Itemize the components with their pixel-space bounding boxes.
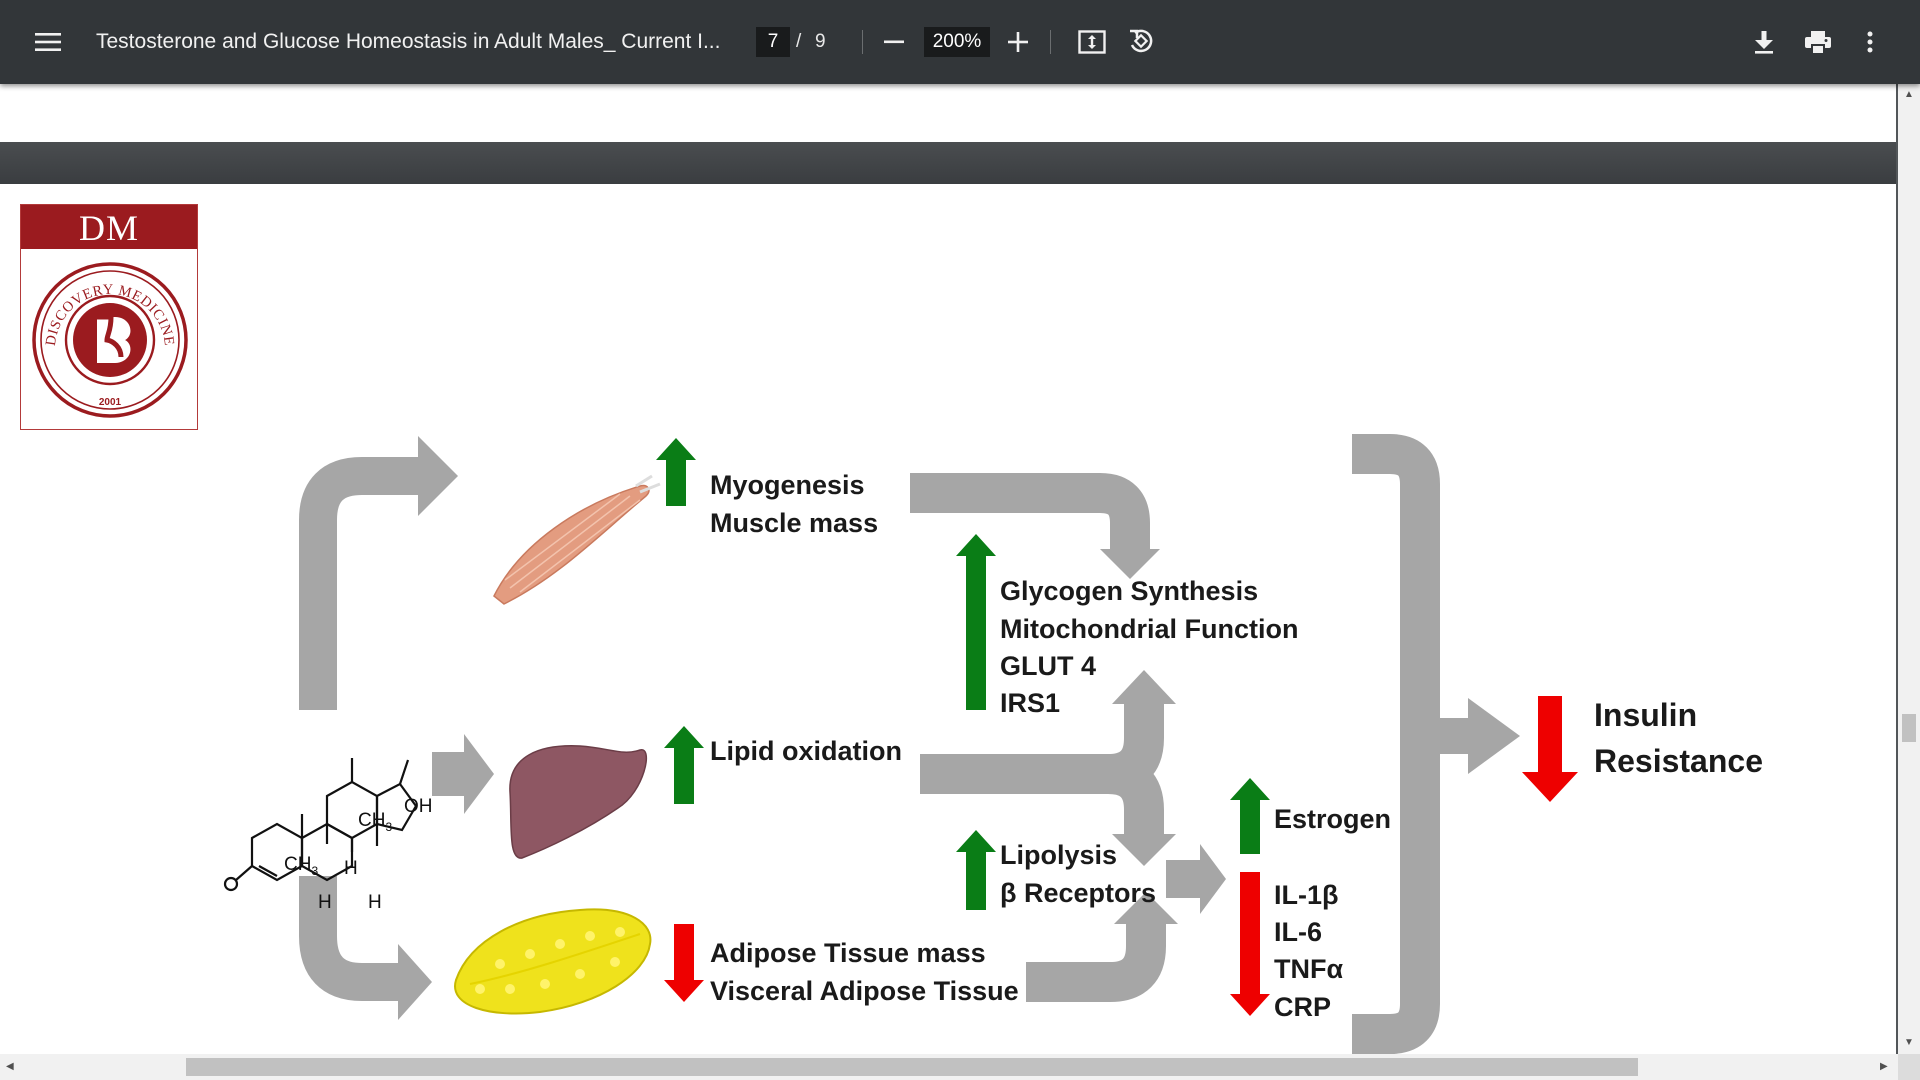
flow-arrowhead-adipose-up: [1114, 892, 1178, 924]
page-total: 9: [815, 31, 826, 52]
down-arrow-cytokines: [1230, 872, 1270, 1016]
logo-seal: DISCOVERY MEDICINE 2001: [32, 262, 188, 418]
horizontal-scroll-thumb[interactable]: [186, 1058, 1638, 1076]
pdf-viewer[interactable]: DM DISCOVERY MEDICINE 2001: [0, 84, 1898, 1054]
flow-arrowhead-adipose: [398, 944, 432, 1020]
molecule-labels: CH3 OH CH3 H H H: [284, 796, 433, 913]
scroll-down-arrow-icon[interactable]: ▼: [1904, 1037, 1914, 1048]
label-visceral-adipose: Visceral Adipose Tissue: [710, 976, 1019, 1006]
label-il1b: IL-1β: [1274, 880, 1338, 910]
down-arrow-insulin: [1522, 696, 1578, 802]
h-label: H: [318, 892, 332, 913]
label-lipolysis: Lipolysis: [1000, 840, 1117, 870]
pdf-page: DM DISCOVERY MEDICINE 2001: [0, 184, 1896, 1054]
flow-arrow-to-adipose: [299, 876, 398, 1001]
flow-arrow-muscle-to-glycogen: [910, 473, 1150, 549]
rotate-counterclockwise-icon[interactable]: [1124, 24, 1158, 58]
label-glut4: GLUT 4: [1000, 651, 1096, 681]
minus-icon[interactable]: [878, 26, 910, 58]
label-glycogen-synthesis: Glycogen Synthesis: [1000, 576, 1258, 606]
up-arrow-estrogen: [1230, 778, 1270, 854]
toolbar-divider: [862, 30, 863, 54]
h-label: H: [368, 892, 382, 913]
label-irs1: IRS1: [1000, 688, 1060, 718]
flow-arrowhead-center: [1200, 844, 1226, 914]
toolbar-divider: [1050, 30, 1051, 54]
label-il6: IL-6: [1274, 917, 1322, 947]
hamburger-menu-icon[interactable]: [30, 26, 66, 58]
plus-icon[interactable]: [1002, 26, 1034, 58]
flow-arrowhead-glycogen-down: [1100, 549, 1160, 579]
fit-to-page-icon[interactable]: [1076, 26, 1108, 58]
up-arrow-liver: [664, 726, 704, 804]
bracket-arrowhead: [1468, 698, 1520, 774]
flow-arrowhead-liver: [464, 734, 494, 814]
label-insulin: Insulin: [1594, 697, 1697, 733]
flow-arrow-center-body: [1166, 860, 1200, 898]
flow-arrow-adipose-to-cytokines: [1026, 924, 1166, 1002]
label-beta-receptors: β Receptors: [1000, 878, 1156, 908]
flow-arrow-liver-down: [1106, 754, 1164, 834]
liver-illustration: [509, 745, 648, 859]
flow-arrows: [299, 434, 1520, 1054]
page-number-input[interactable]: 7: [756, 27, 790, 57]
label-adipose-tissue-mass: Adipose Tissue mass: [710, 938, 986, 968]
bracket-arrow: [1352, 434, 1440, 1054]
scroll-right-arrow-icon[interactable]: ▶: [1880, 1061, 1888, 1072]
label-muscle-mass: Muscle mass: [710, 508, 878, 538]
discovery-medicine-logo: DM DISCOVERY MEDICINE 2001: [20, 204, 198, 430]
label-crp: CRP: [1274, 992, 1331, 1022]
page-separator: /: [796, 31, 802, 52]
oh-label: OH: [404, 796, 433, 817]
flow-arrowhead-muscle: [418, 436, 458, 516]
ch3-top-label: CH3: [358, 810, 392, 834]
label-estrogen: Estrogen: [1274, 804, 1391, 834]
document-title: Testosterone and Glucose Homeostasis in …: [96, 30, 721, 53]
vertical-scrollbar[interactable]: ▲ ▼: [1898, 84, 1920, 1054]
label-resistance: Resistance: [1594, 743, 1763, 779]
up-arrow-lipolysis: [956, 830, 996, 910]
up-arrow-muscle: [656, 438, 696, 506]
testosterone-figure: CH3 OH CH3 H H H: [223, 434, 1763, 1054]
adipose-illustration: [454, 908, 652, 1015]
muscle-illustration: [493, 474, 661, 605]
previous-page-bottom: [0, 84, 1896, 142]
down-arrow-adipose: [664, 924, 704, 1002]
bracket-arrow-shaft: [1420, 718, 1472, 754]
label-myogenesis: Myogenesis: [710, 470, 865, 500]
scroll-up-arrow-icon[interactable]: ▲: [1904, 89, 1914, 100]
scroll-left-arrow-icon[interactable]: ◀: [6, 1061, 14, 1072]
vertical-scroll-thumb[interactable]: [1902, 714, 1916, 742]
pdf-toolbar: Testosterone and Glucose Homeostasis in …: [0, 0, 1920, 84]
logo-year: 2001: [99, 397, 122, 408]
flow-arrowhead-glycogen-up: [1112, 670, 1176, 704]
horizontal-scrollbar[interactable]: ◀ ▶: [0, 1054, 1898, 1080]
flow-arrow-to-liver-body: [432, 752, 464, 796]
zoom-level-input[interactable]: 200%: [924, 27, 990, 57]
h-label: H: [344, 858, 358, 879]
page-gap: [0, 142, 1896, 184]
logo-band: DM: [21, 205, 197, 249]
label-tnfa: TNFα: [1274, 954, 1343, 984]
label-lipid-oxidation: Lipid oxidation: [710, 736, 902, 766]
flow-arrowhead-lipolysis: [1112, 834, 1176, 866]
ch3-left-label: CH3: [284, 854, 318, 878]
testosterone-molecule: [223, 758, 418, 892]
up-arrow-glycogen: [956, 534, 996, 710]
more-vertical-icon[interactable]: [1856, 26, 1884, 58]
label-mitochondrial-function: Mitochondrial Function: [1000, 614, 1298, 644]
flow-arrow-to-muscle: [299, 457, 418, 710]
scrollbar-corner: [1898, 1054, 1920, 1080]
print-icon[interactable]: [1800, 26, 1836, 58]
download-icon[interactable]: [1748, 26, 1780, 58]
